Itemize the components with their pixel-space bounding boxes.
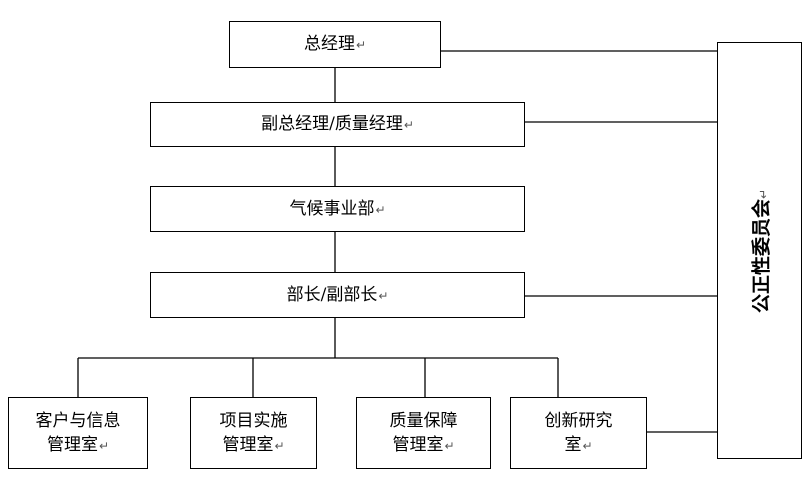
deputy-manager-box: 副总经理/质量经理↵ [150, 102, 525, 147]
return-mark: ↵ [355, 38, 367, 52]
office-label-4: 创新研究室↵ [544, 410, 613, 455]
office-box-4: 创新研究室↵ [510, 397, 647, 469]
return-mark: ↵ [98, 438, 110, 453]
deputy-manager-label: 副总经理/质量经理↵ [261, 114, 414, 134]
return-mark: ↵ [375, 202, 386, 217]
general-manager-label: 总经理↵ [303, 34, 367, 54]
return-mark: ↵ [378, 288, 389, 303]
division-head-label: 部长/副部长↵ [286, 284, 389, 305]
impartiality-committee-label: 公正性委员会↵ [750, 188, 772, 313]
climate-division-label: 气候事业部↵ [289, 198, 386, 219]
climate-division-box: 气候事业部↵ [150, 186, 525, 232]
office-box-1: 客户与信息管理室↵ [8, 397, 148, 469]
office-label-1: 客户与信息管理室↵ [35, 410, 121, 455]
office-box-3: 质量保障管理室↵ [356, 397, 491, 469]
return-mark: ↵ [403, 118, 414, 132]
office-label-3: 质量保障管理室↵ [389, 410, 458, 455]
return-mark: ↵ [444, 438, 455, 453]
office-box-2: 项目实施管理室↵ [190, 397, 317, 469]
general-manager-box: 总经理↵ [229, 21, 441, 68]
return-mark: ↵ [274, 438, 285, 453]
return-mark: ↵ [582, 438, 593, 453]
impartiality-committee-box: 公正性委员会↵ [717, 42, 802, 459]
office-label-2: 项目实施管理室↵ [219, 410, 288, 455]
return-mark: ↵ [756, 188, 770, 199]
division-head-box: 部长/副部长↵ [150, 272, 525, 318]
